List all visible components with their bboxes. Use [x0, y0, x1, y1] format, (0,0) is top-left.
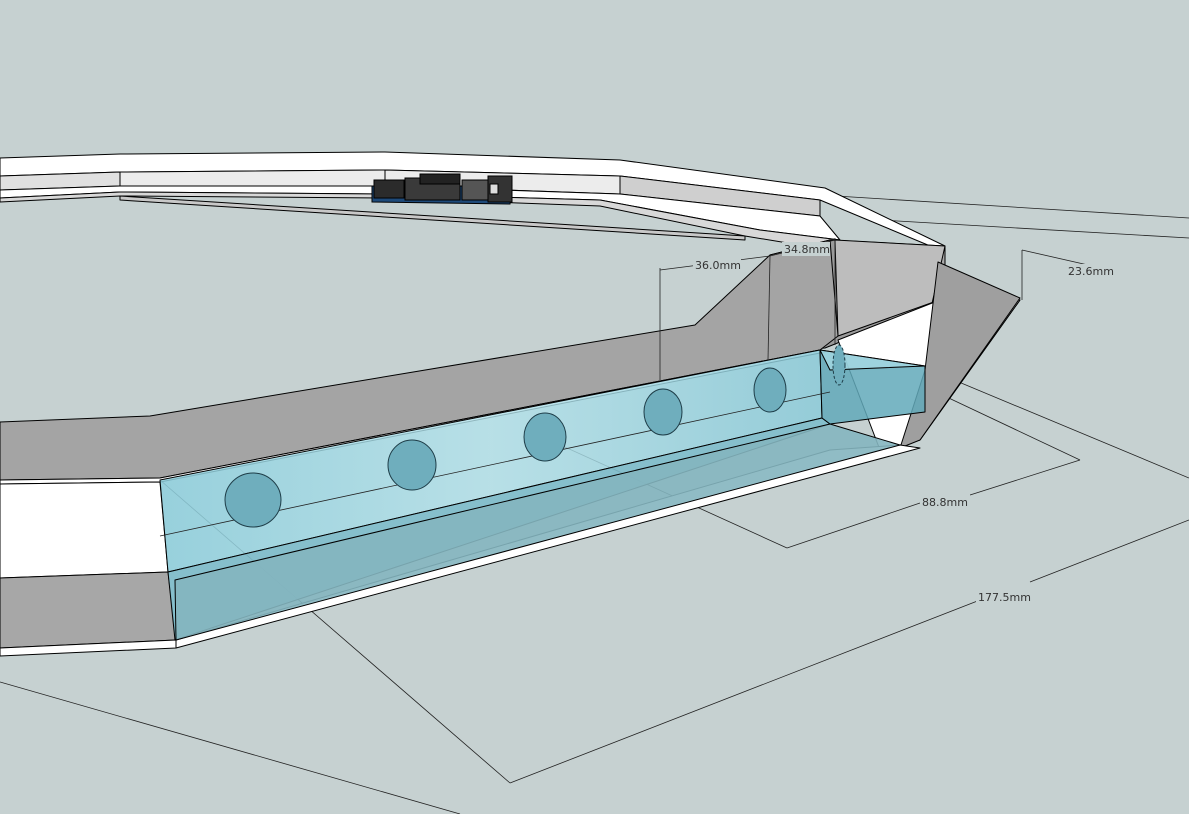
svg-text:23.6mm: 23.6mm	[1068, 265, 1114, 278]
hole-4[interactable]	[643, 388, 683, 436]
circuit-board[interactable]	[371, 173, 513, 205]
svg-text:88.8mm: 88.8mm	[922, 496, 968, 509]
dimension-label-d5[interactable]: 177.5mm	[976, 589, 1031, 604]
hole-5[interactable]	[753, 367, 787, 413]
holes[interactable]	[224, 344, 846, 528]
svg-text:34.8mm: 34.8mm	[784, 243, 830, 256]
dimension-label-d2[interactable]: 34.8mm	[782, 242, 830, 256]
hole-1[interactable]	[224, 472, 282, 528]
hole-6[interactable]	[832, 344, 846, 386]
dimension-label-d4[interactable]: 88.8mm	[920, 494, 970, 509]
hole-2[interactable]	[387, 439, 437, 491]
dimension-label-d1[interactable]: 36.0mm	[693, 258, 741, 272]
dimension-label-d3[interactable]: 23.6mm	[1066, 264, 1114, 278]
svg-text:177.5mm: 177.5mm	[978, 591, 1031, 604]
hole-3[interactable]	[523, 412, 567, 462]
svg-text:36.0mm: 36.0mm	[695, 259, 741, 272]
left-wall-block[interactable]	[0, 481, 177, 657]
